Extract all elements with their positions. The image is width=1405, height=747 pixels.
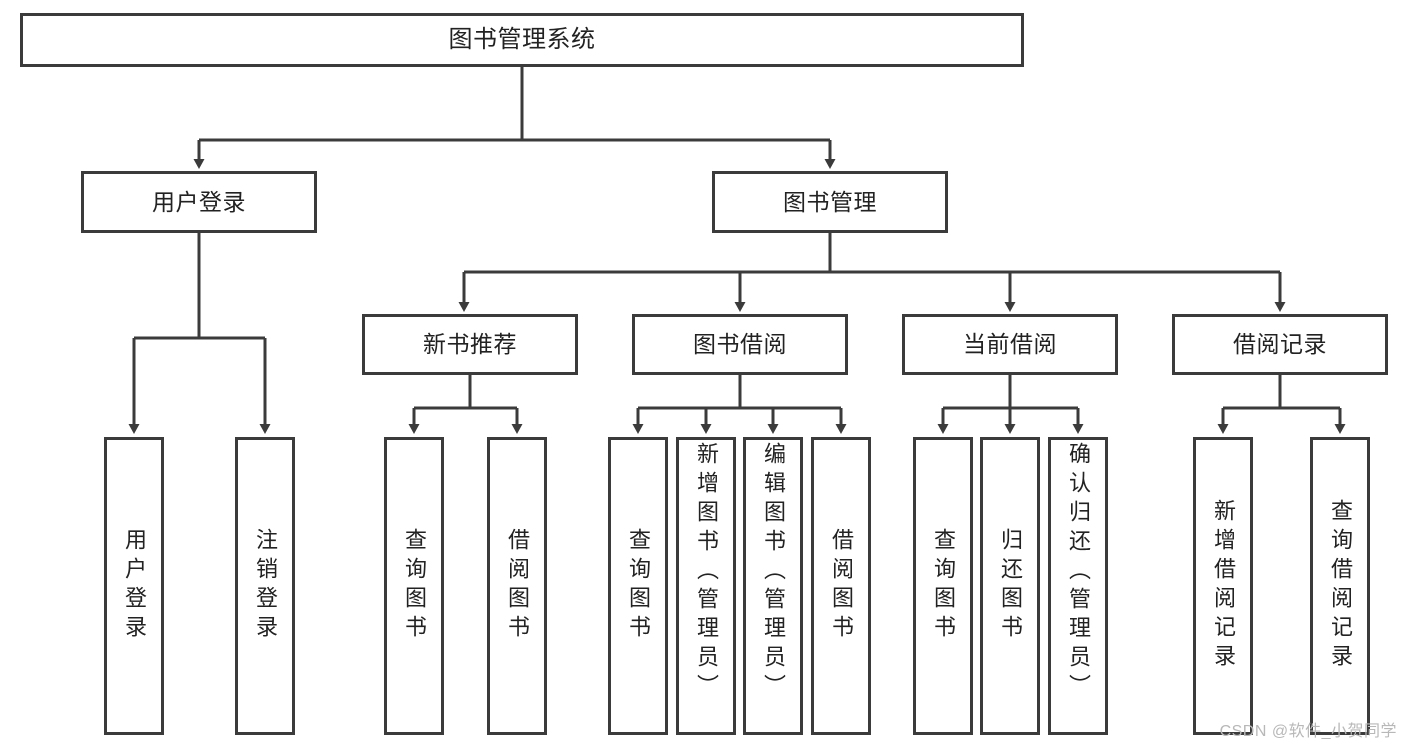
node-new-book-recommend[interactable]: 新书推荐	[362, 314, 578, 375]
node-label: 借阅图书	[829, 528, 854, 644]
node-label: 查询图书	[402, 528, 427, 644]
node-label: 图书借阅	[693, 331, 787, 358]
node-label: 借阅图书	[505, 528, 530, 644]
node-label: 用户登录	[122, 528, 147, 644]
node-label: 图书管理系统	[448, 26, 596, 54]
leaf-query-book-borrow[interactable]: 查询图书	[608, 437, 668, 735]
node-label: 查询图书	[931, 528, 956, 644]
leaf-edit-book-admin[interactable]: 编辑图书（管理员）	[743, 437, 803, 735]
leaf-return-book[interactable]: 归还图书	[980, 437, 1040, 735]
node-label: 用户登录	[152, 188, 246, 215]
leaf-confirm-return-admin[interactable]: 确认归还（管理员）	[1048, 437, 1108, 735]
node-book-management[interactable]: 图书管理	[712, 171, 948, 233]
node-label: 编辑图书（管理员）	[761, 442, 786, 703]
leaf-query-book-current[interactable]: 查询图书	[913, 437, 973, 735]
node-label: 借阅记录	[1233, 331, 1327, 358]
node-label: 新书推荐	[423, 331, 517, 358]
leaf-logout[interactable]: 注销登录	[235, 437, 295, 735]
leaf-query-borrow-record[interactable]: 查询借阅记录	[1310, 437, 1370, 735]
node-label: 查询图书	[626, 528, 651, 644]
node-borrow-record[interactable]: 借阅记录	[1172, 314, 1388, 375]
leaf-user-login[interactable]: 用户登录	[104, 437, 164, 735]
node-current-borrow[interactable]: 当前借阅	[902, 314, 1118, 375]
leaf-add-borrow-record[interactable]: 新增借阅记录	[1193, 437, 1253, 735]
leaf-add-book-admin[interactable]: 新增图书（管理员）	[676, 437, 736, 735]
node-user-login[interactable]: 用户登录	[81, 171, 317, 233]
node-label: 注销登录	[253, 528, 278, 644]
csdn-watermark: CSDN @软件_小贺同学	[1219, 723, 1397, 740]
leaf-borrow-book-recommend[interactable]: 借阅图书	[487, 437, 547, 735]
node-book-borrow[interactable]: 图书借阅	[632, 314, 848, 375]
node-label: 新增图书（管理员）	[694, 442, 719, 703]
node-label: 查询借阅记录	[1328, 499, 1353, 673]
node-label: 归还图书	[998, 528, 1023, 644]
node-label: 当前借阅	[963, 331, 1057, 358]
leaf-borrow-book[interactable]: 借阅图书	[811, 437, 871, 735]
node-root-system[interactable]: 图书管理系统	[20, 13, 1024, 67]
node-label: 确认归还（管理员）	[1066, 442, 1091, 703]
leaf-query-book-recommend[interactable]: 查询图书	[384, 437, 444, 735]
node-label: 图书管理	[783, 188, 877, 215]
node-label: 新增借阅记录	[1211, 499, 1236, 673]
